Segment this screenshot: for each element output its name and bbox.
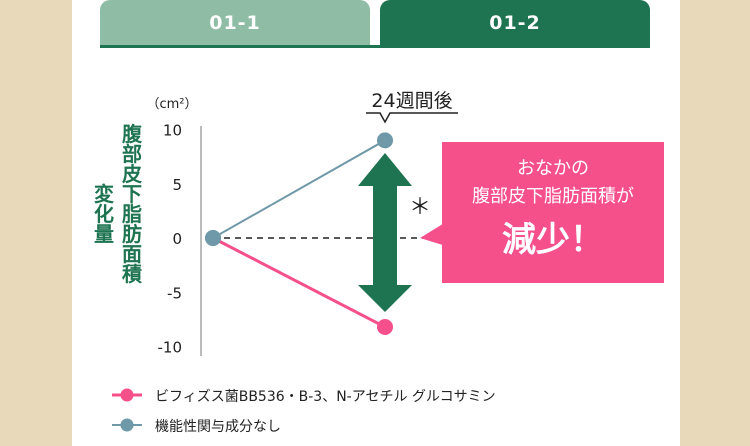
legend-marker-pink [120,388,134,402]
y-tick-label: 0 [172,230,182,248]
data-point [377,318,393,335]
data-point [205,230,221,246]
callout-line2: 腹部皮下脂肪面積が [472,186,634,207]
legend-marker-blue [120,418,134,432]
callout-pointer [420,222,446,246]
result-callout: おなかの 腹部皮下脂肪面積が 減少！ [442,142,664,283]
y-axis-label-col1: 腹部皮下脂肪面積 [122,122,142,286]
y-tick-label: -10 [158,339,183,357]
callout-line3: 減少！ [502,220,604,260]
y-axis-label-col2: 変化量 [94,182,114,246]
series-line [212,236,386,329]
difference-arrow [358,153,412,312]
series-line [212,139,386,239]
unit-label: （cm²） [146,97,197,112]
y-tick-label: 10 [163,122,182,140]
data-point [377,132,393,149]
tab-01-1[interactable]: 01-1 [100,0,370,46]
y-tick-label: 5 [172,176,182,194]
callout-line1: おなかの [517,158,589,179]
legend-item-blue: 機能性関与成分なし [155,419,281,435]
legend-item-pink: ビフィズス菌BB536・B-3、N-アセチル グルコサミン [155,389,496,405]
timepoint-bracket [366,112,458,124]
tab-01-2[interactable]: 01-2 [380,0,650,46]
tab-underline [100,45,650,48]
significance-mark: ＊ [409,195,431,220]
y-tick-label: -5 [167,284,182,302]
timepoint-label: 24週間後 [371,90,452,112]
